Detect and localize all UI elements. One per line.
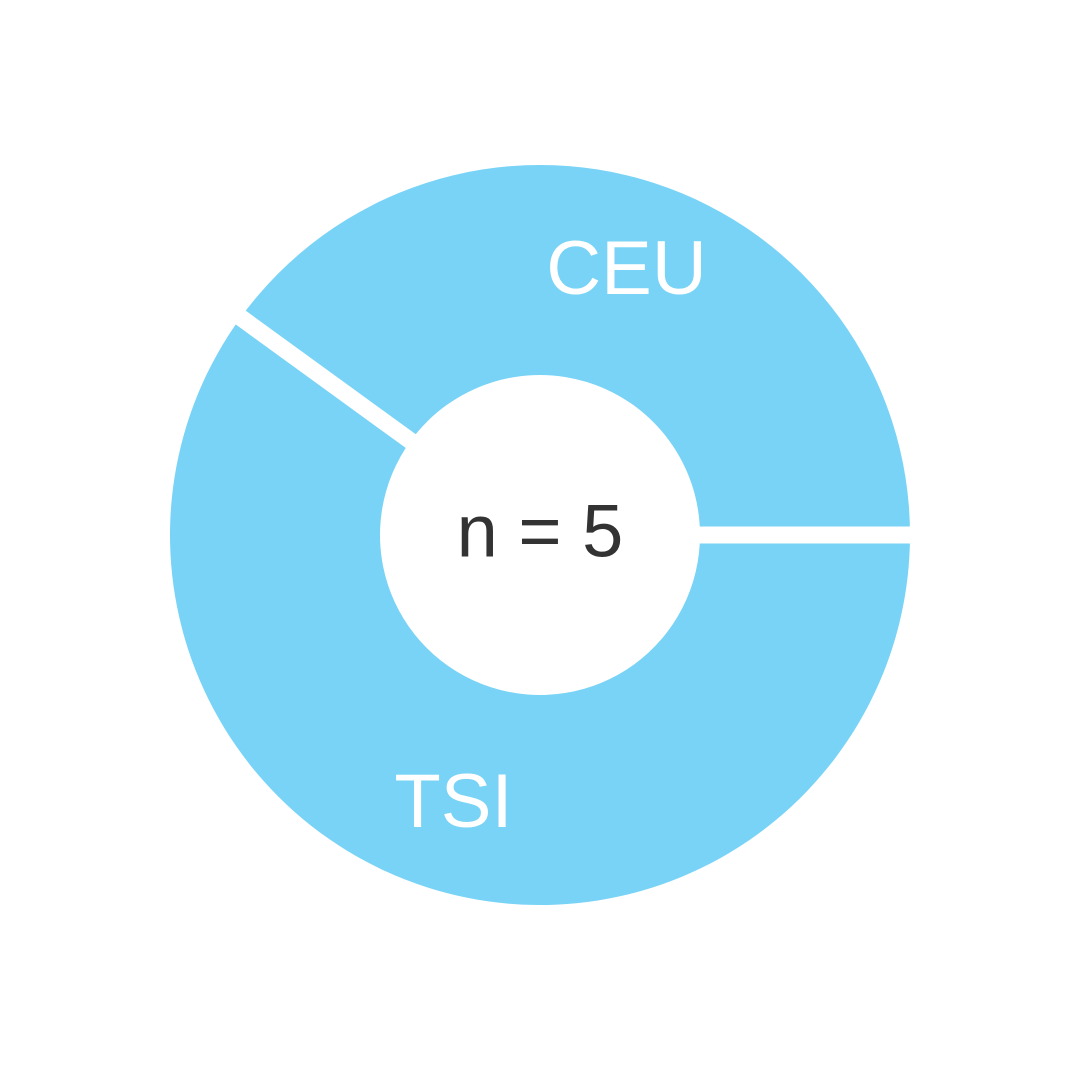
slice-separator [232, 308, 419, 451]
slice-label-tsi: TSI [394, 759, 512, 844]
donut-slices [169, 165, 914, 905]
center-label: n = 5 [457, 490, 624, 573]
slice-labels: CEU TSI [394, 226, 706, 844]
slice-tsi [169, 317, 910, 905]
slice-ceu [240, 165, 911, 535]
slice-label-ceu: CEU [546, 226, 706, 311]
